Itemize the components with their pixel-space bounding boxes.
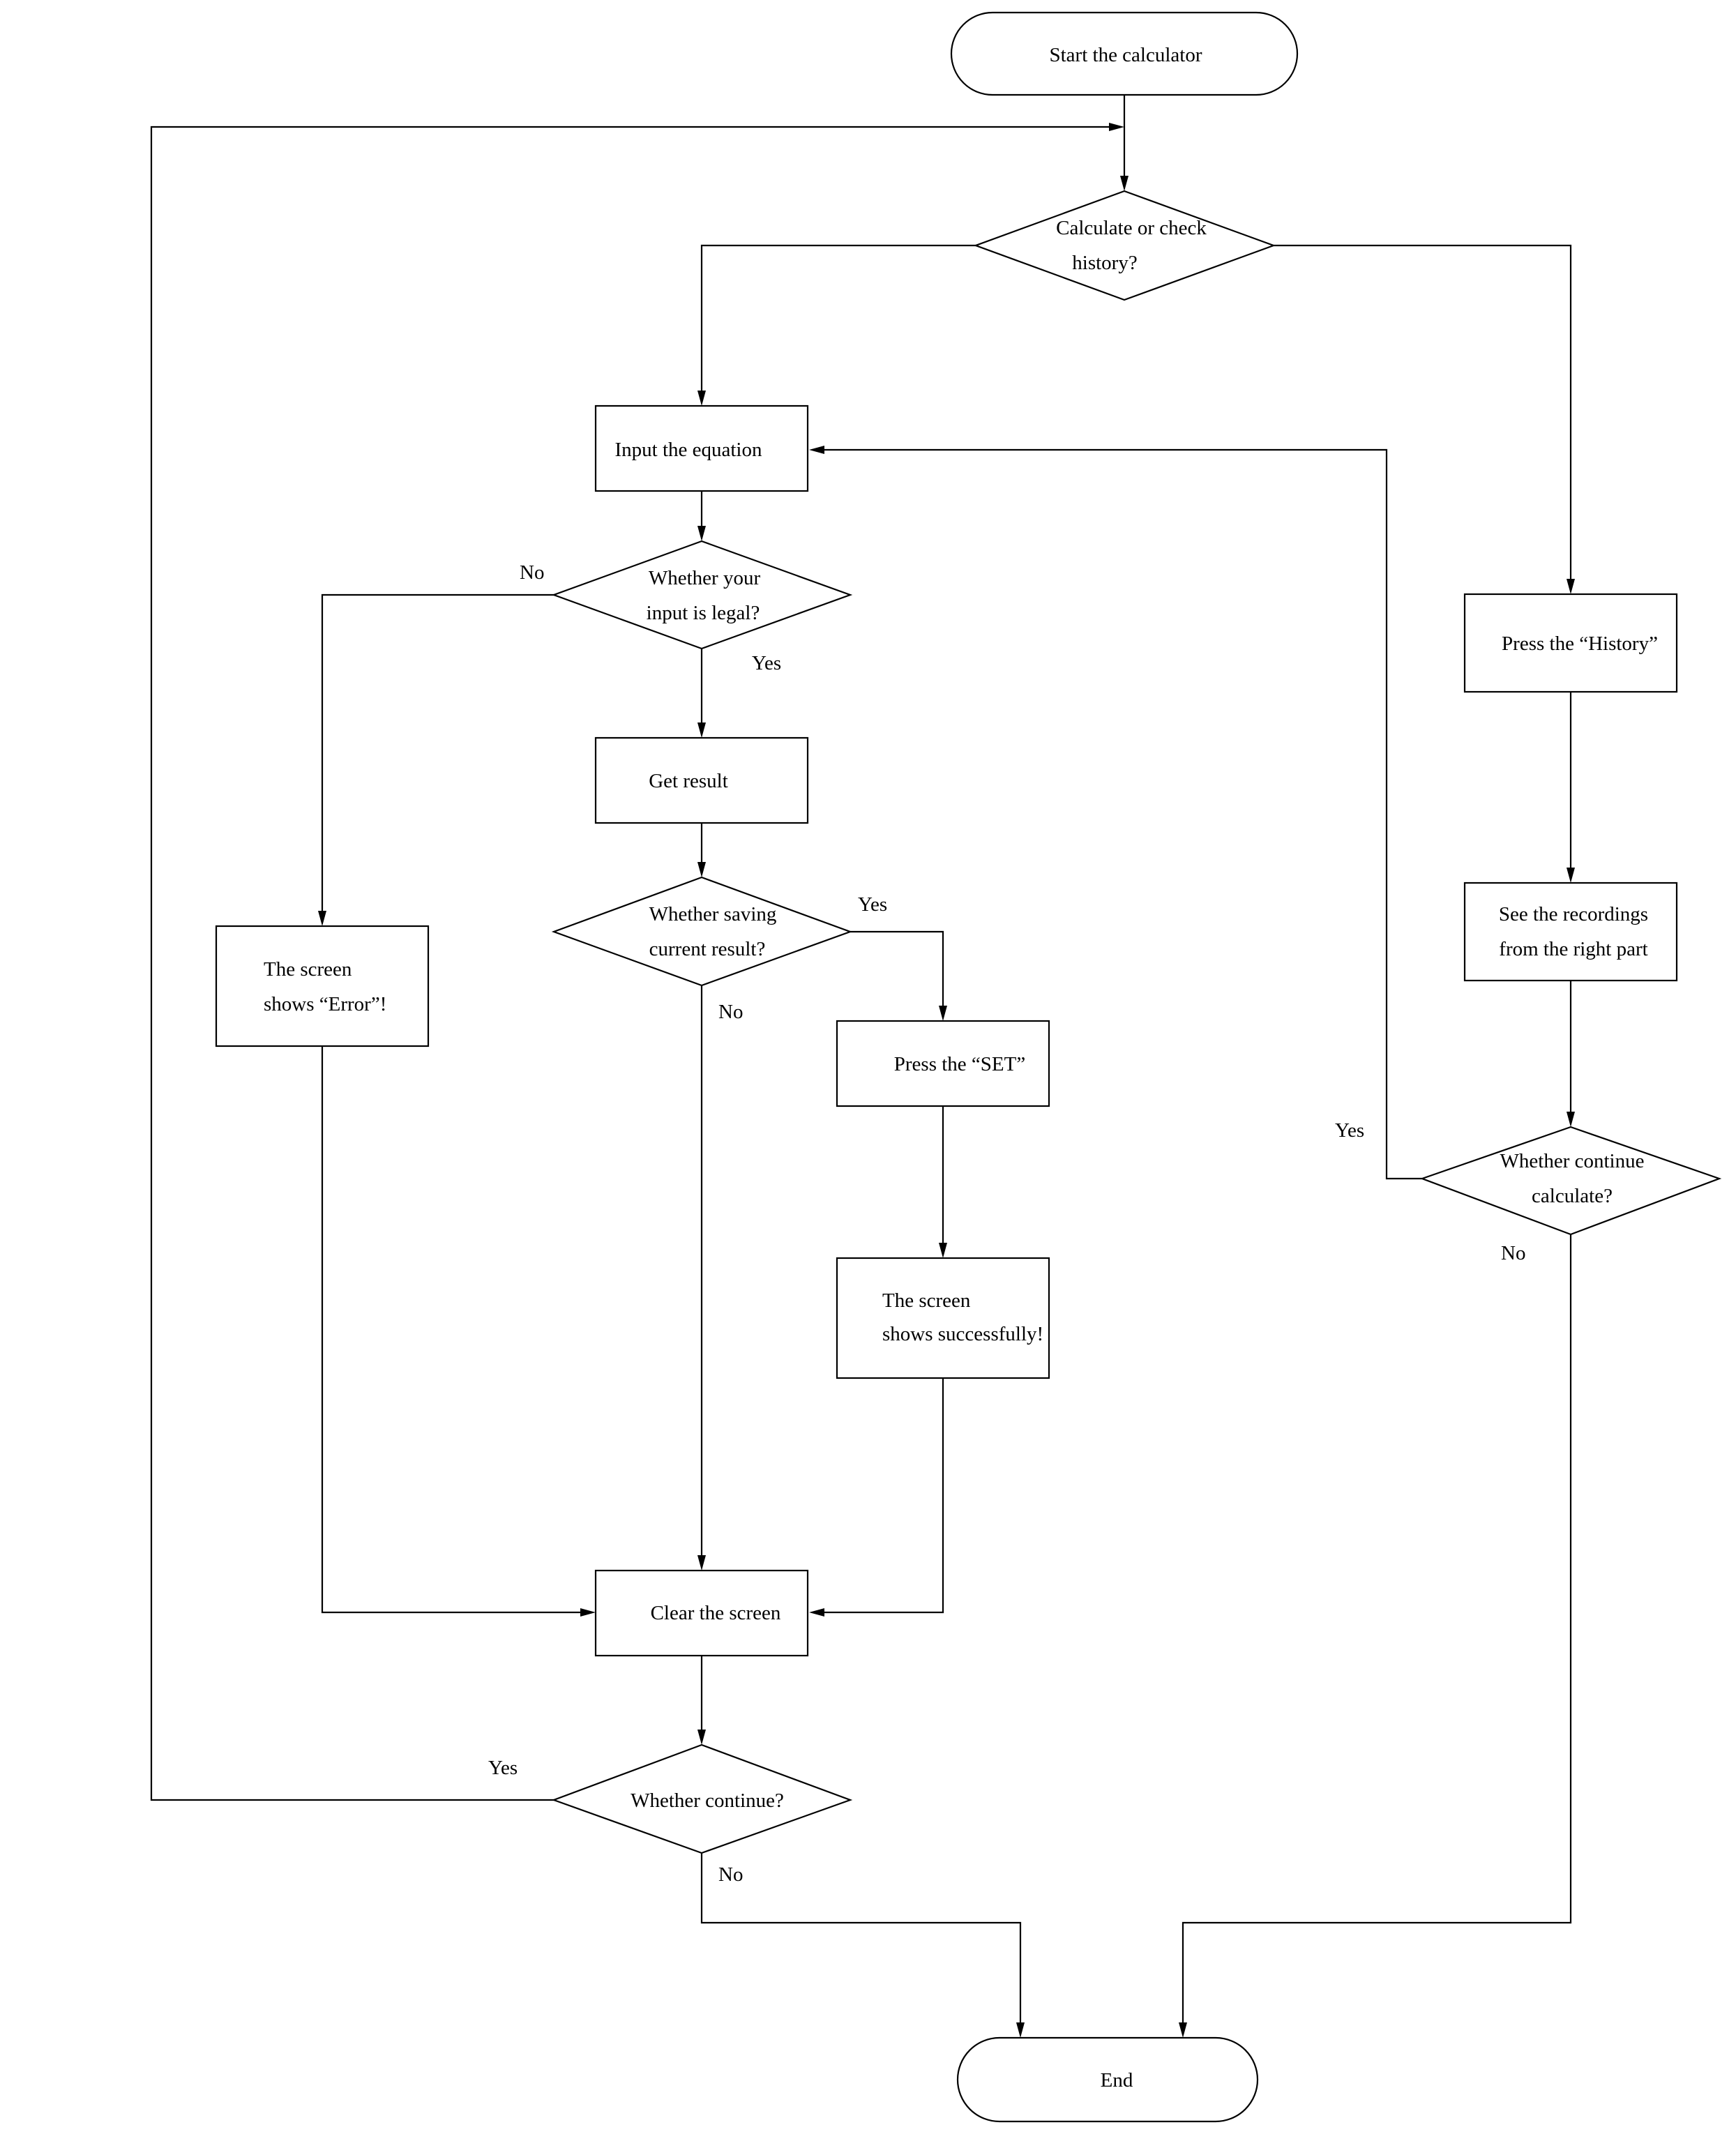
screen-error-box <box>215 925 430 1047</box>
see-recordings-box <box>1463 882 1678 982</box>
arrowhead-input-from-continue-calc <box>809 446 824 454</box>
edge-label-calc-yes: Yes <box>1335 1119 1364 1142</box>
edge-saving-yes <box>850 930 944 1013</box>
press-set-label: Press the “SET” <box>894 1053 1025 1075</box>
screen-success-box <box>836 1257 1050 1379</box>
edge-continue-calc-yes <box>819 448 1422 1180</box>
arrowhead-screen-success <box>939 1243 947 1258</box>
node-press-history: Press the “History” <box>1463 593 1678 693</box>
edge-label-saving-yes: Yes <box>858 893 887 916</box>
press-history-box <box>1463 593 1678 693</box>
edge-calc-to-history <box>1274 244 1572 586</box>
end-terminal <box>956 2036 1259 2123</box>
saving-result-decision <box>551 876 853 987</box>
node-input-legal: Whether your input is legal? <box>551 540 853 650</box>
screen-error-label-line2: shows “Error”! <box>264 993 386 1015</box>
calc-or-history-label-line1: Calculate or check <box>1056 217 1207 239</box>
edge-label-legal-no: No <box>520 561 544 584</box>
continue-decision <box>551 1743 853 1854</box>
arrowhead-clear-from-saving <box>697 1555 706 1571</box>
continue-calculate-label-line1: Whether continue <box>1500 1150 1645 1172</box>
node-see-recordings: See the recordings from the right part <box>1463 882 1678 982</box>
edge-label-calc-no: No <box>1501 1242 1525 1264</box>
arrowhead-legal-decision <box>697 526 706 541</box>
arrowhead-see-recordings <box>1567 868 1575 883</box>
continue-label: Whether continue? <box>631 1790 784 1812</box>
arrowhead-clear-from-success <box>809 1608 824 1617</box>
arrowhead-saving-decision <box>697 862 706 877</box>
node-get-result: Get result <box>594 736 809 824</box>
arrowhead-get-result <box>697 723 706 738</box>
screen-success-label-line1: The screen <box>882 1289 971 1312</box>
edge-calc-to-input <box>700 244 976 398</box>
arrowhead-press-set <box>939 1006 947 1021</box>
saving-result-label-line2: current result? <box>649 938 766 960</box>
calc-or-history-label-line2: history? <box>1072 252 1137 274</box>
input-legal-decision <box>551 540 853 650</box>
start-terminal <box>950 11 1299 96</box>
input-legal-label-line2: input is legal? <box>647 602 760 624</box>
arrowhead-continue-decision <box>697 1730 706 1745</box>
edge-error-to-clear <box>321 1046 586 1614</box>
arrowhead-continue-calc-decision <box>1567 1112 1575 1127</box>
connectors <box>150 95 1572 2029</box>
arrowhead-input-equation <box>697 391 706 406</box>
input-equation-label: Input the equation <box>614 439 762 461</box>
clear-screen-box <box>594 1569 809 1657</box>
start-label: Start the calculator <box>1049 44 1202 66</box>
edge-continue-no <box>700 1853 1022 2029</box>
end-label: End <box>1101 2069 1133 2091</box>
edge-label-legal-yes: Yes <box>752 652 781 674</box>
node-input-equation: Input the equation <box>594 404 809 492</box>
node-clear-screen: Clear the screen <box>594 1569 809 1657</box>
arrowhead-press-history <box>1567 579 1575 594</box>
edge-label-continue-no: No <box>718 1863 743 1886</box>
continue-calculate-decision <box>1419 1126 1722 1236</box>
input-legal-label-line1: Whether your <box>649 567 761 589</box>
edge-legal-no <box>321 593 554 918</box>
node-screen-success: The screen shows successfully! <box>836 1257 1050 1379</box>
see-recordings-label-line2: from the right part <box>1499 938 1647 960</box>
screen-success-label-line2: shows successfully! <box>882 1323 1043 1345</box>
clear-screen-label: Clear the screen <box>651 1602 781 1624</box>
edge-label-saving-no: No <box>718 1001 743 1023</box>
input-equation-box <box>594 404 809 492</box>
arrowhead-screen-error <box>318 911 326 926</box>
arrowhead-calc-decision <box>1120 176 1129 191</box>
press-history-label: Press the “History” <box>1502 633 1658 655</box>
screen-error-label-line1: The screen <box>264 958 352 981</box>
node-screen-error: The screen shows “Error”! <box>215 925 430 1047</box>
edge-labels: No Yes Yes No Yes No Yes No <box>488 561 1525 1886</box>
calc-or-history-decision <box>973 190 1276 301</box>
arrowhead-clear-from-error <box>580 1608 596 1617</box>
saving-result-label-line1: Whether saving <box>649 903 777 925</box>
arrowhead-loop-back <box>1109 123 1124 131</box>
edge-label-continue-yes: Yes <box>488 1757 518 1779</box>
get-result-box <box>594 736 809 824</box>
get-result-label: Get result <box>649 770 728 792</box>
node-end: End <box>956 2036 1259 2123</box>
arrowhead-end-from-continue-calc <box>1179 2022 1187 2038</box>
node-continue-calculate: Whether continue calculate? <box>1419 1126 1722 1236</box>
arrowhead-end-from-continue <box>1016 2022 1025 2038</box>
edge-loop-back <box>150 126 1115 1801</box>
continue-calculate-label-line2: calculate? <box>1532 1185 1613 1207</box>
node-continue: Whether continue? <box>551 1743 853 1854</box>
see-recordings-label-line1: See the recordings <box>1499 903 1648 925</box>
node-press-set: Press the “SET” <box>836 1020 1050 1107</box>
node-calc-or-history: Calculate or check history? <box>973 190 1276 301</box>
node-saving-result: Whether saving current result? <box>551 876 853 987</box>
press-set-box <box>836 1020 1050 1107</box>
edge-continue-calc-no <box>1182 1234 1572 2029</box>
node-start: Start the calculator <box>950 11 1299 96</box>
arrowheads <box>318 123 1575 2038</box>
edge-success-to-clear <box>819 1378 944 1614</box>
